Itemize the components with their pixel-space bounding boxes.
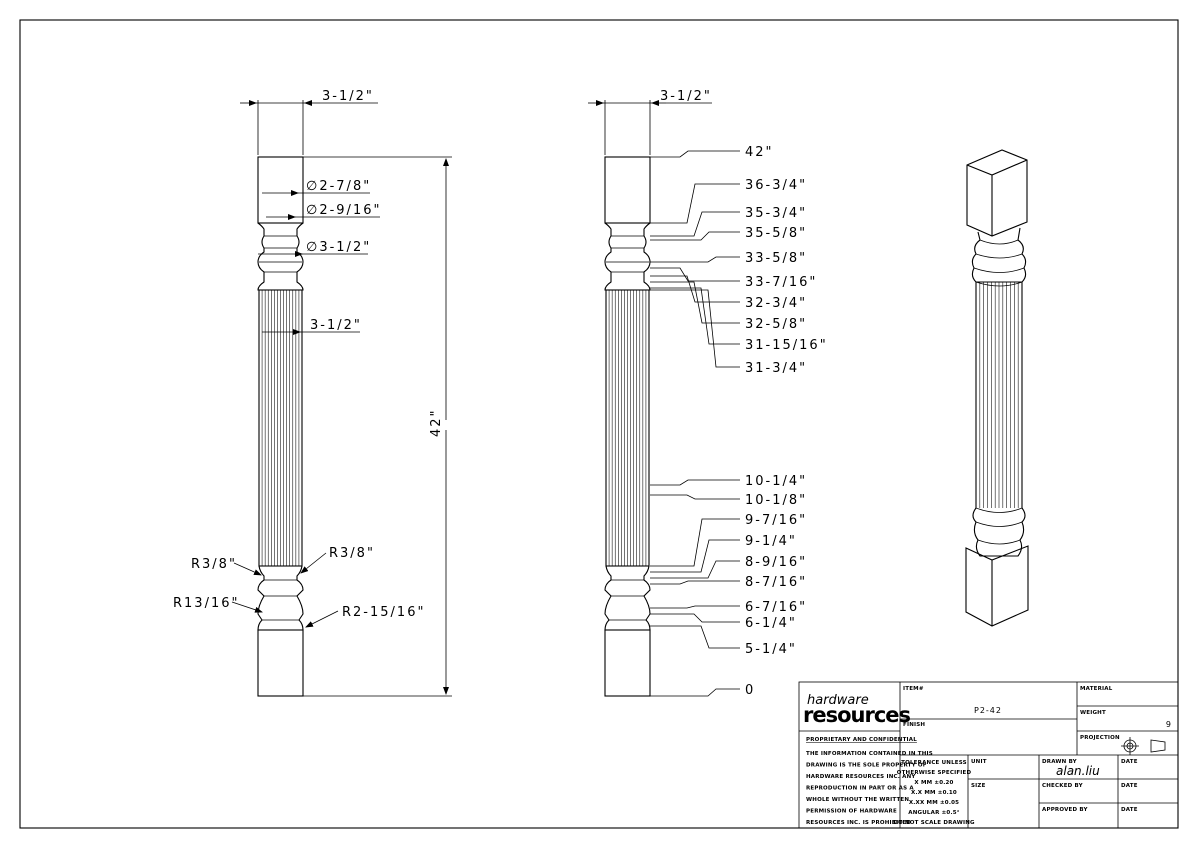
side-top-elevation-label: 33-7/16" [745, 275, 817, 290]
weight-value: 9 [1166, 720, 1172, 729]
front-top-width-label: 3-1/2" [322, 89, 374, 104]
material-label: MATERIAL [1080, 686, 1113, 692]
tolerance-notes: TOLERANCE UNLESS OTHERWISE SPECIFIED X MM … [893, 760, 975, 826]
tolerance-line: X.XX MM ±0.05 [909, 800, 959, 806]
iso-lower-turning [972, 507, 1026, 557]
logo-hardware: hardware [807, 693, 869, 708]
side-bottom-elevation-label: 9-7/16" [745, 513, 807, 528]
front-lower-turning [257, 565, 304, 631]
tolerance-line: X MM ±0.20 [914, 780, 953, 786]
side-bottom-elevation-label: 9-1/4" [745, 534, 797, 549]
logo-resources: resources [803, 703, 911, 727]
side-upper-turning [604, 222, 651, 291]
side-bottom-elevation-label: 10-1/4" [745, 474, 807, 489]
side-bottom-elevation-label: 6-1/4" [745, 616, 797, 631]
projection-symbol-icon [1121, 737, 1166, 755]
tolerance-line: OTHERWISE SPECIFIED [897, 770, 972, 776]
isometric-view [965, 149, 1029, 627]
front-dia-1-label: ∅2-7/8" [306, 179, 371, 194]
side-bottom-block [604, 629, 651, 697]
side-lower-turning [604, 565, 651, 631]
confidential-line: WHOLE WITHOUT THE WRITTEN [806, 797, 909, 803]
side-bottom-elevation-label: 8-7/16" [745, 575, 807, 590]
drawing-border [19, 19, 1179, 829]
side-top-elevation-label: 35-3/4" [745, 206, 807, 221]
confidential-line: REPRODUCTION IN PART OR AS A [806, 786, 914, 792]
iso-bottom-block [965, 545, 1029, 627]
front-radius-left-label: R3/8" [191, 557, 237, 572]
side-top-elevation-label: 32-5/8" [745, 317, 807, 332]
iso-top-block [966, 149, 1028, 237]
front-dia-2-label: ∅2-9/16" [306, 203, 381, 218]
approved-by-label: APPROVED BY [1042, 807, 1088, 813]
date-label-approved: DATE [1121, 807, 1138, 813]
tolerance-line: TOLERANCE UNLESS [901, 760, 967, 766]
unit-label: UNIT [971, 759, 987, 765]
side-view: 3-1/2" 42" 36-3/4" 35-3/4" 35-5/8" 33-5/8" 33… [588, 89, 828, 698]
side-elevation-labels: 42" 36-3/4" 35-3/4" 35-5/8" 33-5/8" 33-7/16" 3… [745, 145, 828, 698]
checked-by-label: CHECKED BY [1042, 783, 1084, 789]
side-top-elevation-label: 31-15/16" [745, 338, 828, 353]
confidential-line: THE INFORMATION CONTAINED IN THIS [806, 751, 933, 757]
confidential-heading: PROPRIETARY AND CONFIDENTIAL [806, 737, 917, 743]
side-top-elevation-label: 31-3/4" [745, 361, 807, 376]
date-label-drawn: DATE [1121, 759, 1138, 765]
tolerance-line: ANGULAR ±0.5° [908, 810, 960, 816]
front-bottom-block [257, 629, 304, 697]
side-bottom-elevation-label: 0 [745, 683, 755, 698]
item-label: ITEM# [903, 686, 924, 692]
side-top-elevation-label: 32-3/4" [745, 296, 807, 311]
side-top-width-label: 3-1/2" [660, 89, 712, 104]
confidential-line: HARDWARE RESOURCES INC. ANY [806, 774, 916, 780]
side-bottom-elevation-label: 5-1/4" [745, 642, 797, 657]
side-top-elevation-label: 42" [745, 145, 774, 160]
side-top-elevation-label: 35-5/8" [745, 226, 807, 241]
front-shaft-width-label: 3-1/2" [310, 318, 362, 333]
side-bottom-elevation-label: 10-1/8" [745, 493, 807, 508]
front-upper-turning [257, 222, 304, 291]
size-label: SIZE [971, 783, 986, 789]
drawn-by-label: DRAWN BY [1042, 759, 1078, 765]
confidential-line: DRAWING IS THE SOLE PROPERTY OF [806, 763, 927, 769]
item-value: P2-42 [974, 706, 1002, 715]
front-radius-bottom-left-label: R13/16" [173, 596, 239, 611]
date-label-checked: DATE [1121, 783, 1138, 789]
front-view: 3-1/2" ∅2-7/8" ∅2-9/16" ∅3-1/2" 3-1/2" 4… [173, 89, 452, 697]
projection-label: PROJECTION [1080, 735, 1120, 741]
tolerance-line: X.X MM ±0.10 [911, 790, 957, 796]
side-bottom-elevation-label: 6-7/16" [745, 600, 807, 615]
confidential-line: PERMISSION OF HARDWARE [806, 809, 897, 815]
side-bottom-elevation-label: 8-9/16" [745, 555, 807, 570]
side-top-elevation-label: 36-3/4" [745, 178, 807, 193]
front-top-block [257, 156, 304, 224]
tolerance-line: DO NOT SCALE DRAWING [893, 820, 975, 826]
front-dia-3-label: ∅3-1/2" [306, 240, 371, 255]
side-top-elevation-label: 33-5/8" [745, 251, 807, 266]
side-top-block [604, 156, 651, 224]
weight-label: WEIGHT [1080, 710, 1106, 716]
confidential-notice: THE INFORMATION CONTAINED IN THIS DRAWING… [806, 751, 933, 826]
front-radius-bottom-right-label: R2-15/16" [342, 605, 425, 620]
drawn-by-signature: alan.liu [1056, 764, 1100, 778]
front-radius-right-label: R3/8" [329, 546, 375, 561]
title-block: hardware resources PROPRIETARY AND CONFI… [798, 681, 1179, 829]
iso-fluted-shaft [975, 282, 1023, 508]
finish-label: FINISH [903, 722, 925, 728]
confidential-line: RESOURCES INC. IS PROHIBITED [806, 820, 911, 826]
front-height-label: 42" [429, 408, 444, 437]
